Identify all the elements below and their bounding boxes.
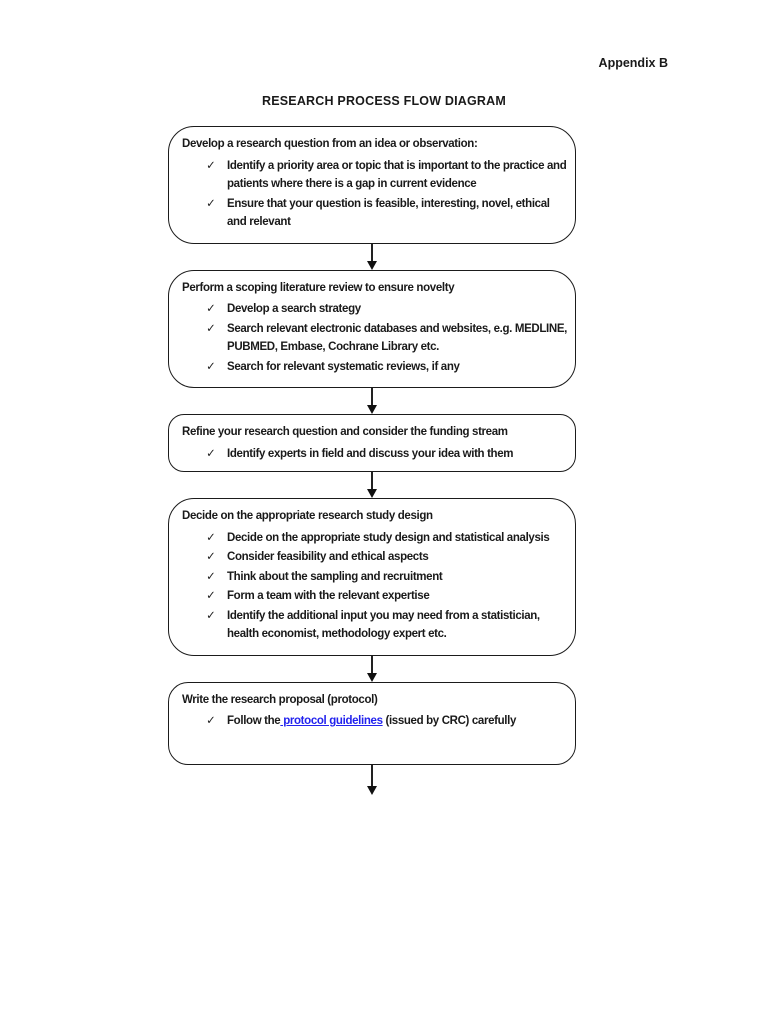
bullet-text: Form a team with the relevant expertise [227,590,430,602]
bullet-text: Search for relevant systematic reviews, … [227,360,460,373]
bullet-text: Ensure that your question is feasible, i… [227,197,550,229]
bullet-item: ✓ Identify the additional input you may n… [204,607,570,644]
bullet-item: ✓ Identify a priority area or topic that … [204,157,570,194]
checkmark-icon: ✓ [206,609,216,622]
checkmark-icon: ✓ [206,197,216,210]
bullet-text: Identify experts in field and discuss yo… [227,447,514,460]
bullet-text: Identify the additional input you may ne… [227,609,540,641]
flow-box-4: Decide on the appropriate research study… [168,498,576,656]
arrow-stem [371,472,373,489]
page-title: RESEARCH PROCESS FLOW DIAGRAM [261,94,506,108]
bullet-text: Identify a priority area or topic that i… [227,159,567,191]
bullet-text: Decide on the appropriate study design a… [227,531,550,544]
bullet-text: Think about the sampling and recruitment [227,570,443,583]
down-arrow-1 [168,243,576,270]
bullet-list: ✓ Identify experts in field and discuss y… [182,445,570,464]
arrow-stem [371,243,373,261]
flow-box-3: Refine your research question and consid… [168,414,576,472]
bullet-list: ✓ Decide on the appropriate study design … [182,529,570,644]
box-header: Develop a research question from an idea… [182,138,478,150]
bullet-item: ✓ Develop a search strategy [204,300,570,319]
box-header: Write the research proposal (protocol) [182,693,378,706]
flow-diagram: Develop a research question from an idea… [168,126,576,795]
bullet-item: ✓ Ensure that your question is feasible, … [204,195,570,232]
bullet-text: Search relevant electronic databases and… [227,322,567,354]
flow-box-2: Perform a scoping literature review to e… [168,269,576,388]
down-arrow-3 [168,472,576,498]
bullet-item: ✓ Search for relevant systematic reviews,… [204,358,570,377]
checkmark-icon: ✓ [206,159,216,172]
checkmark-icon: ✓ [206,551,216,563]
bullet-item: ✓ Form a team with the relevant expertise [204,587,570,606]
arrow-head [367,785,377,795]
bullet-item: ✓ Search relevant electronic databases an… [204,320,570,357]
box-header: Perform a scoping literature review to e… [182,281,455,294]
bullet-list: ✓ Identify a priority area or topic that … [182,157,570,232]
arrow-head [367,260,377,270]
box-header: Decide on the appropriate research study… [182,510,433,522]
bullet-item: ✓ Identify experts in field and discuss y… [204,445,570,464]
bullet-item: ✓ Think about the sampling and recruitmen… [204,568,570,587]
bullet-text: Follow the protocol guidelines (issued b… [227,715,517,727]
checkmark-icon: ✓ [206,447,216,460]
bullet-text: Consider feasibility and ethical aspects [227,551,429,563]
arrow-head [367,489,377,498]
checkmark-icon: ✓ [206,715,216,727]
down-arrow-4 [168,655,576,682]
checkmark-icon: ✓ [206,531,216,544]
box-header: Refine your research question and consid… [182,426,508,438]
bullet-item: ✓ Decide on the appropriate study design … [204,529,570,548]
arrow-stem [371,388,373,405]
checkmark-icon: ✓ [206,570,216,583]
bullet-text: Develop a search strategy [227,303,361,315]
down-arrow-5 [168,764,576,795]
flow-box-5: Write the research proposal (protocol) ✓ F… [168,681,576,765]
bullet-list: ✓ Develop a search strategy ✓ Search releva… [182,300,570,376]
appendix-label: Appendix B [598,56,668,70]
arrow-stem [371,764,373,786]
down-arrow-2 [168,388,576,414]
checkmark-icon: ✓ [206,590,216,602]
arrow-stem [371,655,373,673]
flow-box-1: Develop a research question from an idea… [168,126,576,244]
arrow-head [367,672,377,682]
arrow-head [367,405,377,414]
protocol-guidelines-link[interactable]: protocol guidelines [280,715,383,727]
bullet-item: ✓ Consider feasibility and ethical aspect… [204,548,570,567]
checkmark-icon: ✓ [206,303,216,315]
checkmark-icon: ✓ [206,360,216,373]
bullet-item: ✓ Follow the protocol guidelines (issued … [204,712,570,731]
checkmark-icon: ✓ [206,322,216,335]
bullet-list: ✓ Follow the protocol guidelines (issued … [182,712,570,731]
